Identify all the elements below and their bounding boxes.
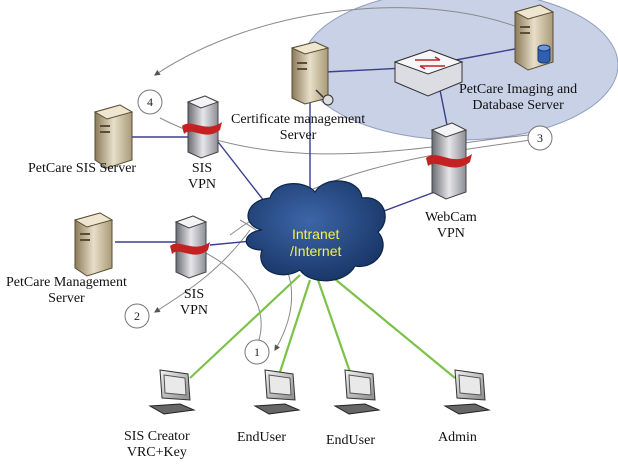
label-imaging-server: PetCare Imaging and Database Server — [459, 82, 578, 113]
label-sis-vpn-bottom: SIS VPN — [180, 287, 209, 318]
sis-vpn-bottom-icon — [170, 215, 210, 279]
svg-text:2: 2 — [134, 309, 140, 323]
label-sis-creator: SIS Creator VRC+Key — [124, 429, 190, 460]
step-badge-2: 2 — [124, 303, 150, 329]
label-enduser-1: EndUser — [237, 430, 286, 445]
webcam-vpn-icon — [426, 122, 472, 200]
lan-links — [189, 274, 456, 379]
pc-sis-creator-icon — [148, 369, 196, 415]
pc-admin-icon — [443, 369, 491, 415]
key-icon — [322, 94, 334, 106]
svg-text:4: 4 — [147, 95, 153, 109]
label-sis-server: PetCare SIS Server — [28, 161, 137, 176]
label-enduser-2: EndUser — [326, 433, 375, 448]
step-badge-3: 3 — [527, 125, 553, 151]
imaging-server-icon — [513, 4, 555, 71]
sis-vpn-top-icon — [182, 95, 222, 159]
sis-server-icon — [93, 104, 134, 169]
pc-enduser-1-icon — [253, 369, 301, 415]
cloud — [245, 180, 386, 282]
database-icon — [537, 44, 551, 64]
mgmt-server-icon — [73, 212, 114, 277]
path-step-4 — [154, 7, 521, 76]
label-cloud: Intranet /Internet — [290, 226, 342, 259]
step-badge-4: 4 — [137, 89, 163, 115]
cert-server-icon — [290, 41, 334, 106]
svg-text:3: 3 — [537, 131, 543, 145]
label-admin: Admin — [438, 430, 477, 445]
label-webcam-vpn: WebCam VPN — [425, 210, 477, 241]
path-step-1b — [199, 249, 262, 351]
step-badge-1: 1 — [244, 339, 270, 365]
pc-enduser-2-icon — [333, 369, 381, 415]
switch-icon — [393, 49, 464, 97]
label-mgmt-server: PetCare Management Server — [6, 275, 127, 306]
svg-text:1: 1 — [254, 345, 260, 359]
label-sis-vpn-top: SIS VPN — [188, 161, 217, 192]
label-cert-server: Certificate management Server — [231, 112, 366, 143]
